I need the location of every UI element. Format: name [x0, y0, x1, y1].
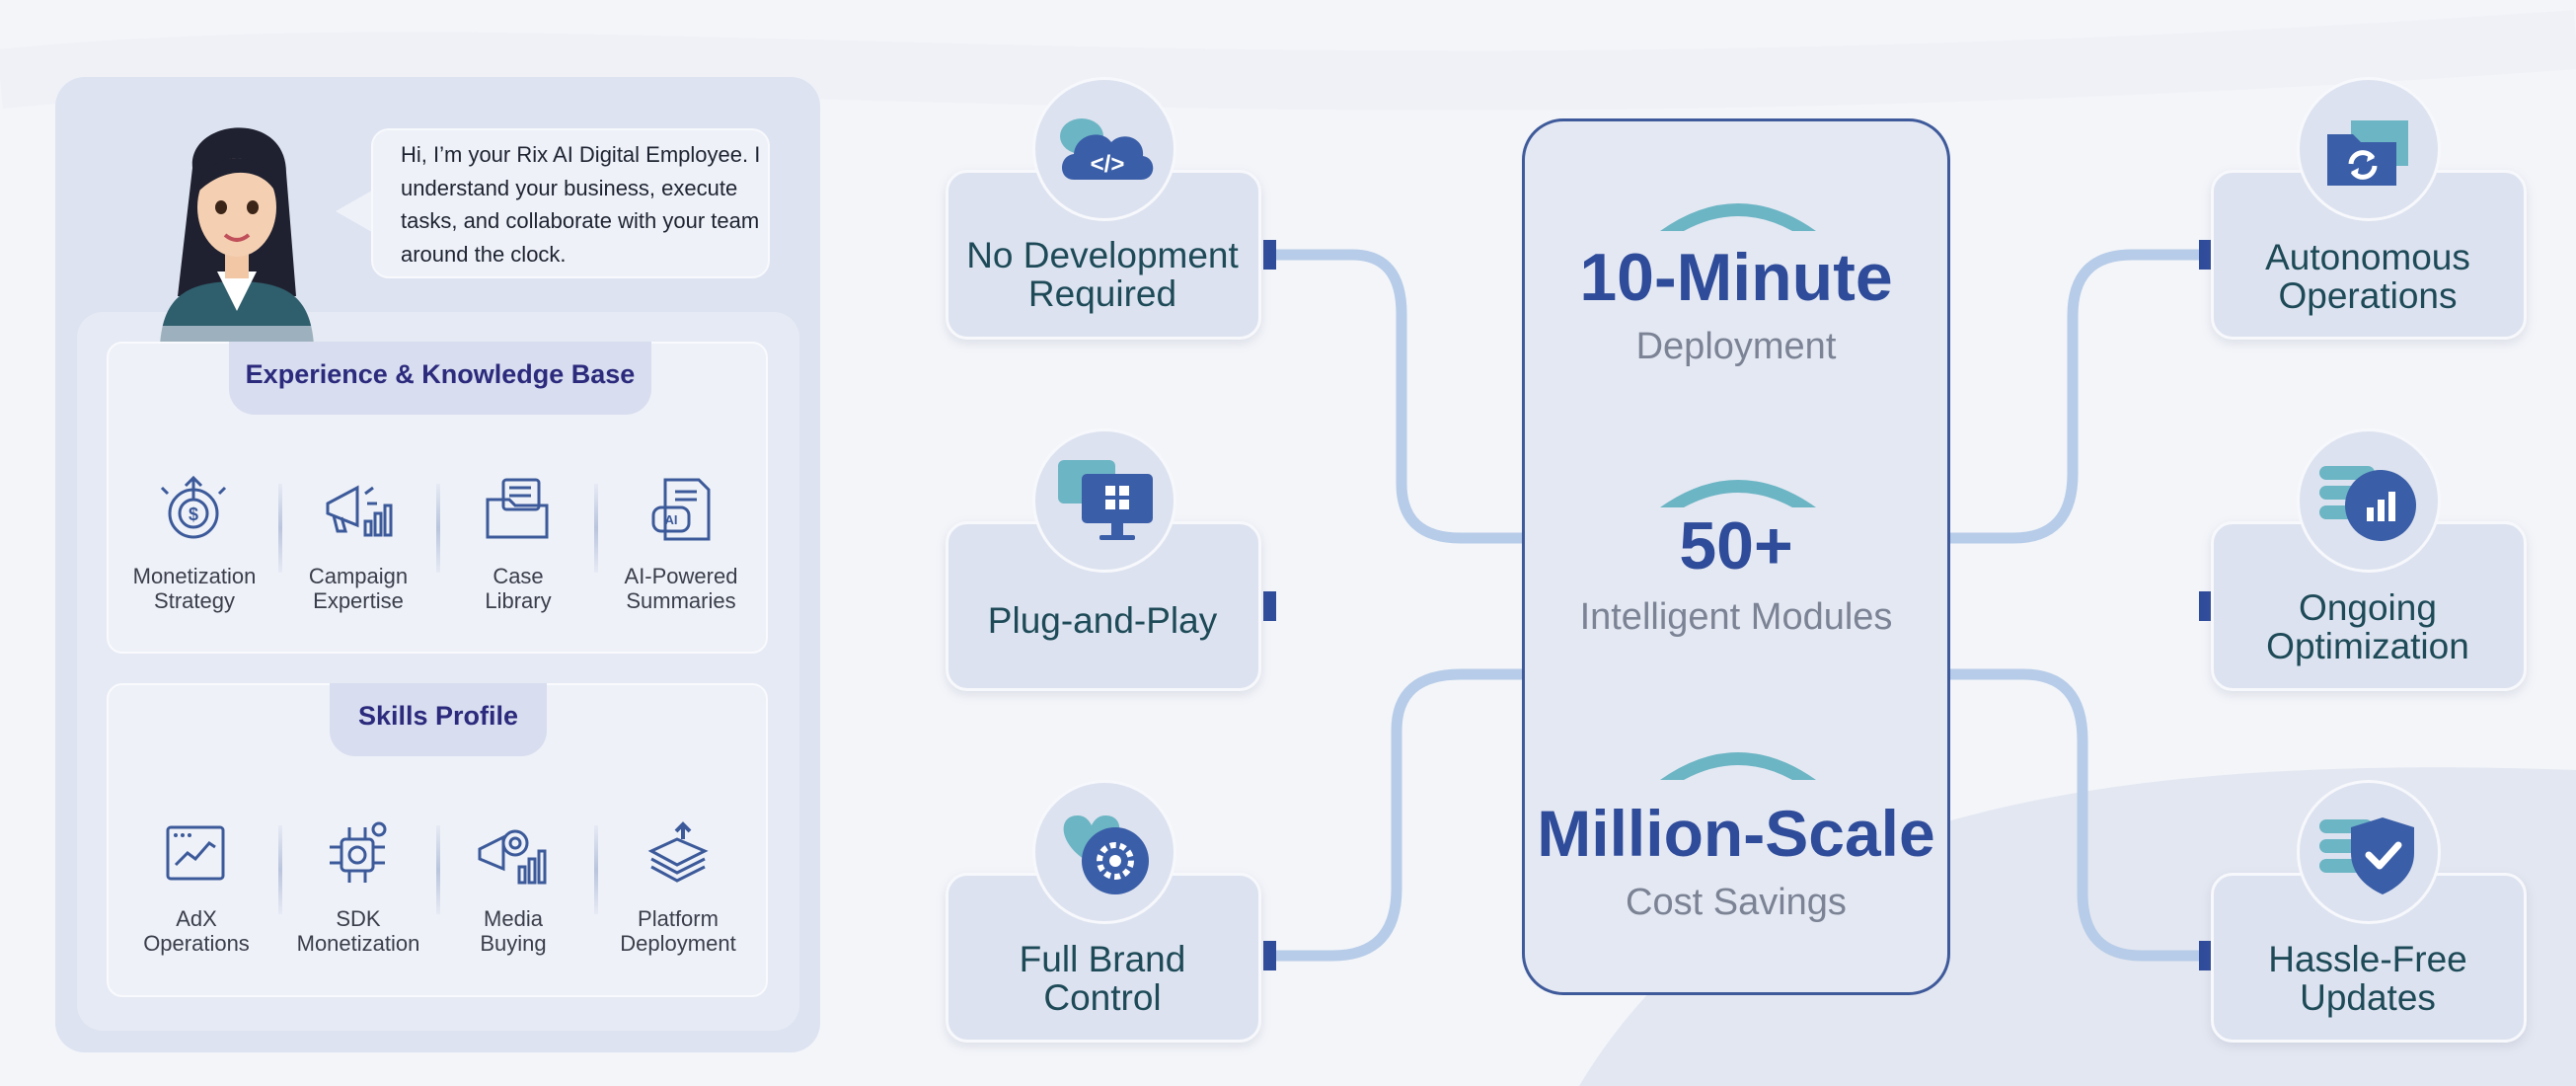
folder-icon [486, 478, 549, 539]
assistant-intro: Hi, I’m your Rix AI Digital Employee. I … [401, 142, 761, 267]
title-line: No Development [966, 235, 1239, 275]
folder-sync-icon [2327, 120, 2408, 186]
feature-title: Full Brand Control [946, 940, 1259, 1017]
arc-decoration-icon [1660, 752, 1816, 780]
feature-title: Autonomous Operations [2211, 238, 2525, 315]
monitor-apps-icon [1058, 460, 1153, 540]
stat-value: 10-Minute [1579, 240, 1893, 315]
label-line: Campaign [308, 564, 409, 588]
divider [436, 825, 440, 914]
svg-text:</>: </> [1091, 151, 1125, 178]
megaphone-chart-icon [326, 485, 393, 537]
title-line: Required [1027, 273, 1177, 314]
label-line: Buying [480, 931, 547, 956]
cloud-code-icon: </> [1060, 118, 1154, 180]
label-line: Case [492, 564, 544, 588]
speech-bubble [371, 128, 770, 278]
divider [594, 825, 598, 914]
speech-bubble-tail [336, 188, 377, 235]
icon-circle [2297, 77, 2441, 221]
arc-decoration-icon [1660, 203, 1816, 231]
ai-document-icon: AI [651, 478, 711, 541]
knowledge-item-ai-summaries: AI-Powered Summaries [597, 564, 765, 613]
skill-item-media-buying: Media Buying [429, 906, 597, 956]
stats-panel [1522, 118, 1950, 995]
feature-title: Hassle-Free Updates [2211, 940, 2525, 1017]
label-line: Monetization [296, 931, 420, 956]
knowledge-title: Experience & Knowledge Base [229, 342, 651, 415]
knowledge-item-monetization-strategy: Monetization Strategy [111, 564, 278, 613]
label-line: Summaries [626, 588, 736, 613]
title-line: Optimization [2266, 626, 2469, 666]
stacked-layers-icon [647, 821, 709, 883]
dollar-target-icon: $ [160, 475, 227, 539]
stat-label: Intelligent Modules [1579, 596, 1893, 638]
label-line: Deployment [620, 931, 736, 956]
title-line: Operations [2278, 275, 2458, 316]
stat-label: Cost Savings [1626, 882, 1847, 923]
divider [278, 825, 282, 914]
label-line: Operations [143, 931, 250, 956]
label-line: Library [485, 588, 552, 613]
skill-item-sdk-monetization: SDK Monetization [274, 906, 442, 956]
feature-title: Ongoing Optimization [2211, 588, 2525, 665]
feature-title: No Development Required [946, 236, 1259, 313]
label-line: Strategy [154, 588, 235, 613]
label-line: AdX [176, 906, 217, 931]
title-line: Updates [2300, 977, 2436, 1018]
chip-dollar-icon [330, 821, 387, 883]
title-line: Hassle-Free [2268, 939, 2467, 979]
arc-decoration-icon [1660, 480, 1816, 507]
label-line: Platform [638, 906, 719, 931]
skills-title: Skills Profile [330, 683, 547, 756]
stat-value: 50+ [1679, 508, 1793, 583]
skill-item-platform-deployment: Platform Deployment [594, 906, 762, 956]
brand-gear-icon [1063, 815, 1149, 894]
knowledge-item-campaign-expertise: Campaign Expertise [274, 564, 442, 613]
title-line: Plug-and-Play [987, 600, 1218, 641]
label-line: AI-Powered [624, 564, 738, 588]
shield-check-icon [2319, 817, 2414, 894]
stat-label: Deployment [1635, 326, 1837, 367]
feature-title: Plug-and-Play [946, 601, 1259, 640]
title-line: Autonomous [2265, 237, 2470, 277]
line-chart-window-icon [166, 825, 225, 881]
label-line: Media [484, 906, 543, 931]
divider [436, 484, 440, 573]
megaphone-target-icon [478, 829, 547, 885]
title-line: Control [1043, 977, 1162, 1018]
skill-item-adx-operations: AdX Operations [113, 906, 280, 956]
divider [278, 484, 282, 573]
label-line: Expertise [313, 588, 404, 613]
stat-value: Million-Scale [1537, 797, 1935, 870]
label-line: SDK [336, 906, 381, 931]
title-line: Full Brand [1019, 939, 1186, 979]
divider [594, 484, 598, 573]
title-line: Ongoing [2299, 587, 2437, 628]
server-chart-icon [2319, 466, 2416, 541]
svg-text:AI: AI [665, 512, 678, 527]
label-line: Monetization [132, 564, 257, 588]
knowledge-item-case-library: Case Library [434, 564, 602, 613]
svg-text:$: $ [189, 504, 198, 524]
